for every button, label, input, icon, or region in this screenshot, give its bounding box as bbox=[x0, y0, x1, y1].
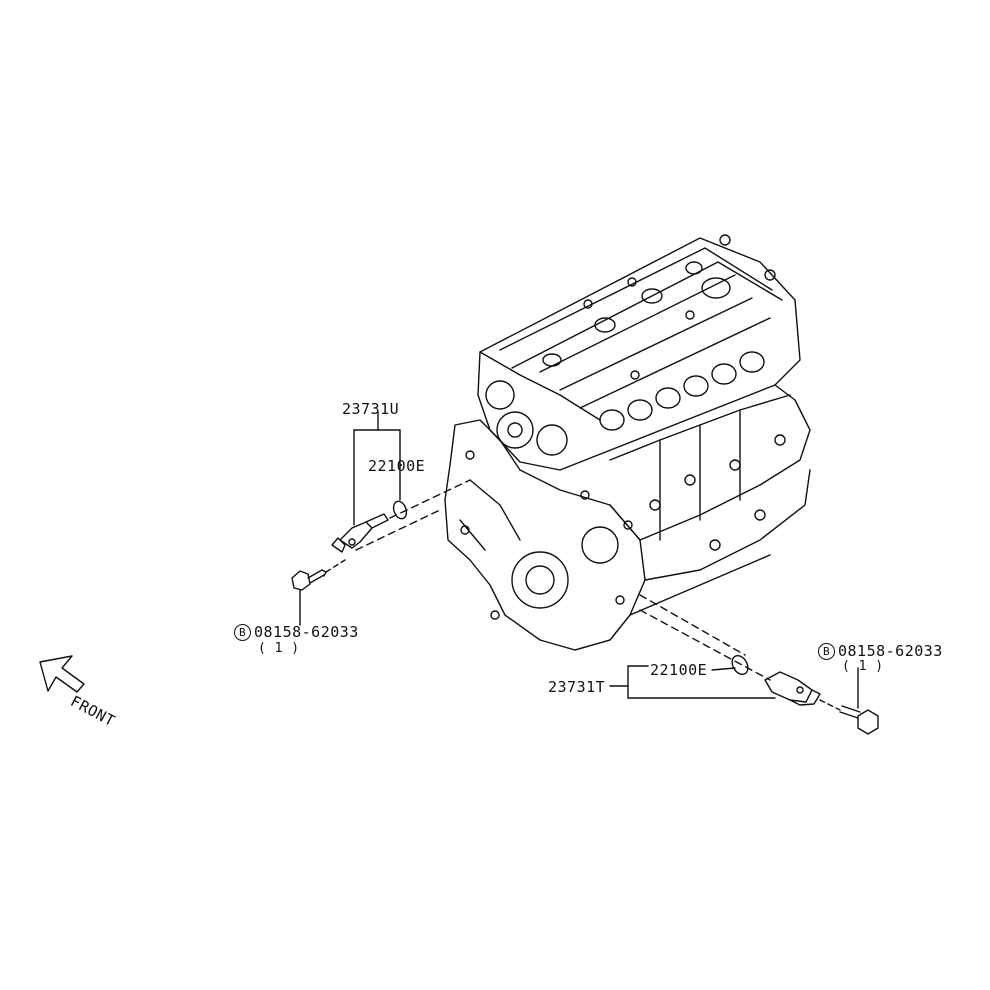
callout-22100E-upper: 22100E bbox=[368, 457, 426, 475]
lower-sensor-assembly bbox=[610, 595, 878, 734]
callout-22100E-lower: 22100E bbox=[650, 661, 708, 679]
callout-23731U: 23731U bbox=[342, 400, 400, 418]
front-direction-arrow bbox=[40, 656, 84, 692]
bolt-left-quantity: ( 1 ) bbox=[258, 641, 300, 656]
engine-block bbox=[445, 235, 810, 650]
b-symbol-icon: B bbox=[234, 624, 251, 641]
callout-23731T: 23731T bbox=[548, 678, 606, 696]
b-symbol-icon: B bbox=[818, 643, 835, 660]
bolt-right-quantity: ( 1 ) bbox=[842, 659, 884, 674]
bolt-left-part-number: 08158-62033 bbox=[254, 623, 359, 641]
bolt-right-part-number: 08158-62033 bbox=[838, 642, 943, 660]
upper-sensor-assembly bbox=[292, 412, 470, 625]
